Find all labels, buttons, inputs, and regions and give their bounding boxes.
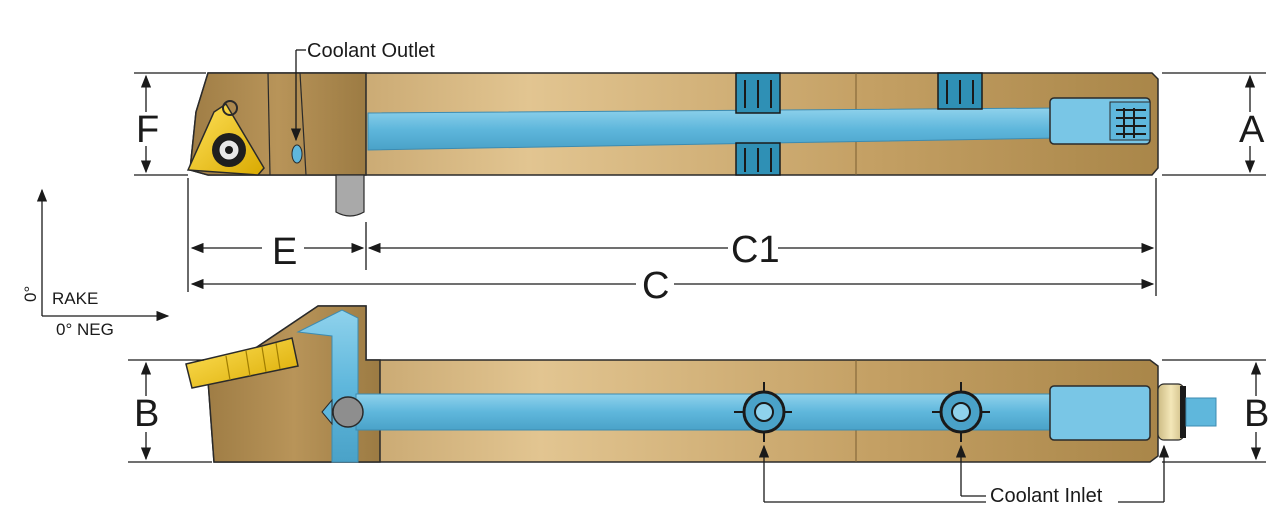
rake-zero-degree: 0° <box>21 286 40 302</box>
bottom-coolant-fitting <box>1049 385 1151 441</box>
top-pin-stub <box>335 174 365 217</box>
dim-label-b-left: B <box>134 393 159 435</box>
dim-label-b-right: B <box>1244 393 1269 435</box>
top-plug-2 <box>735 142 781 176</box>
dim-label-e: E <box>272 231 297 273</box>
dim-label-c: C <box>642 265 669 307</box>
rake-label: RAKE <box>52 289 98 308</box>
coolant-inlet-label: Coolant Inlet <box>990 485 1103 507</box>
bottom-plug-1 <box>734 382 792 442</box>
rake-neg-label: 0° NEG <box>56 320 114 339</box>
clamp-pin <box>332 396 364 428</box>
threading-insert-bottom <box>185 337 299 389</box>
coolant-outlet-port <box>291 144 303 164</box>
dim-label-c1: C1 <box>731 229 780 271</box>
dim-label-f: F <box>136 109 159 151</box>
coolant-inlet-tube <box>1185 397 1217 427</box>
bottom-view <box>185 305 1217 463</box>
dim-label-a: A <box>1239 109 1265 151</box>
dimension-lines <box>36 49 1266 503</box>
top-plug-3 <box>937 72 983 110</box>
threading-insert-top <box>186 100 265 176</box>
coolant-outlet-label: Coolant Outlet <box>307 40 435 62</box>
top-plug-1 <box>735 72 781 114</box>
bottom-plug-2 <box>932 382 990 442</box>
top-view <box>186 72 1159 217</box>
